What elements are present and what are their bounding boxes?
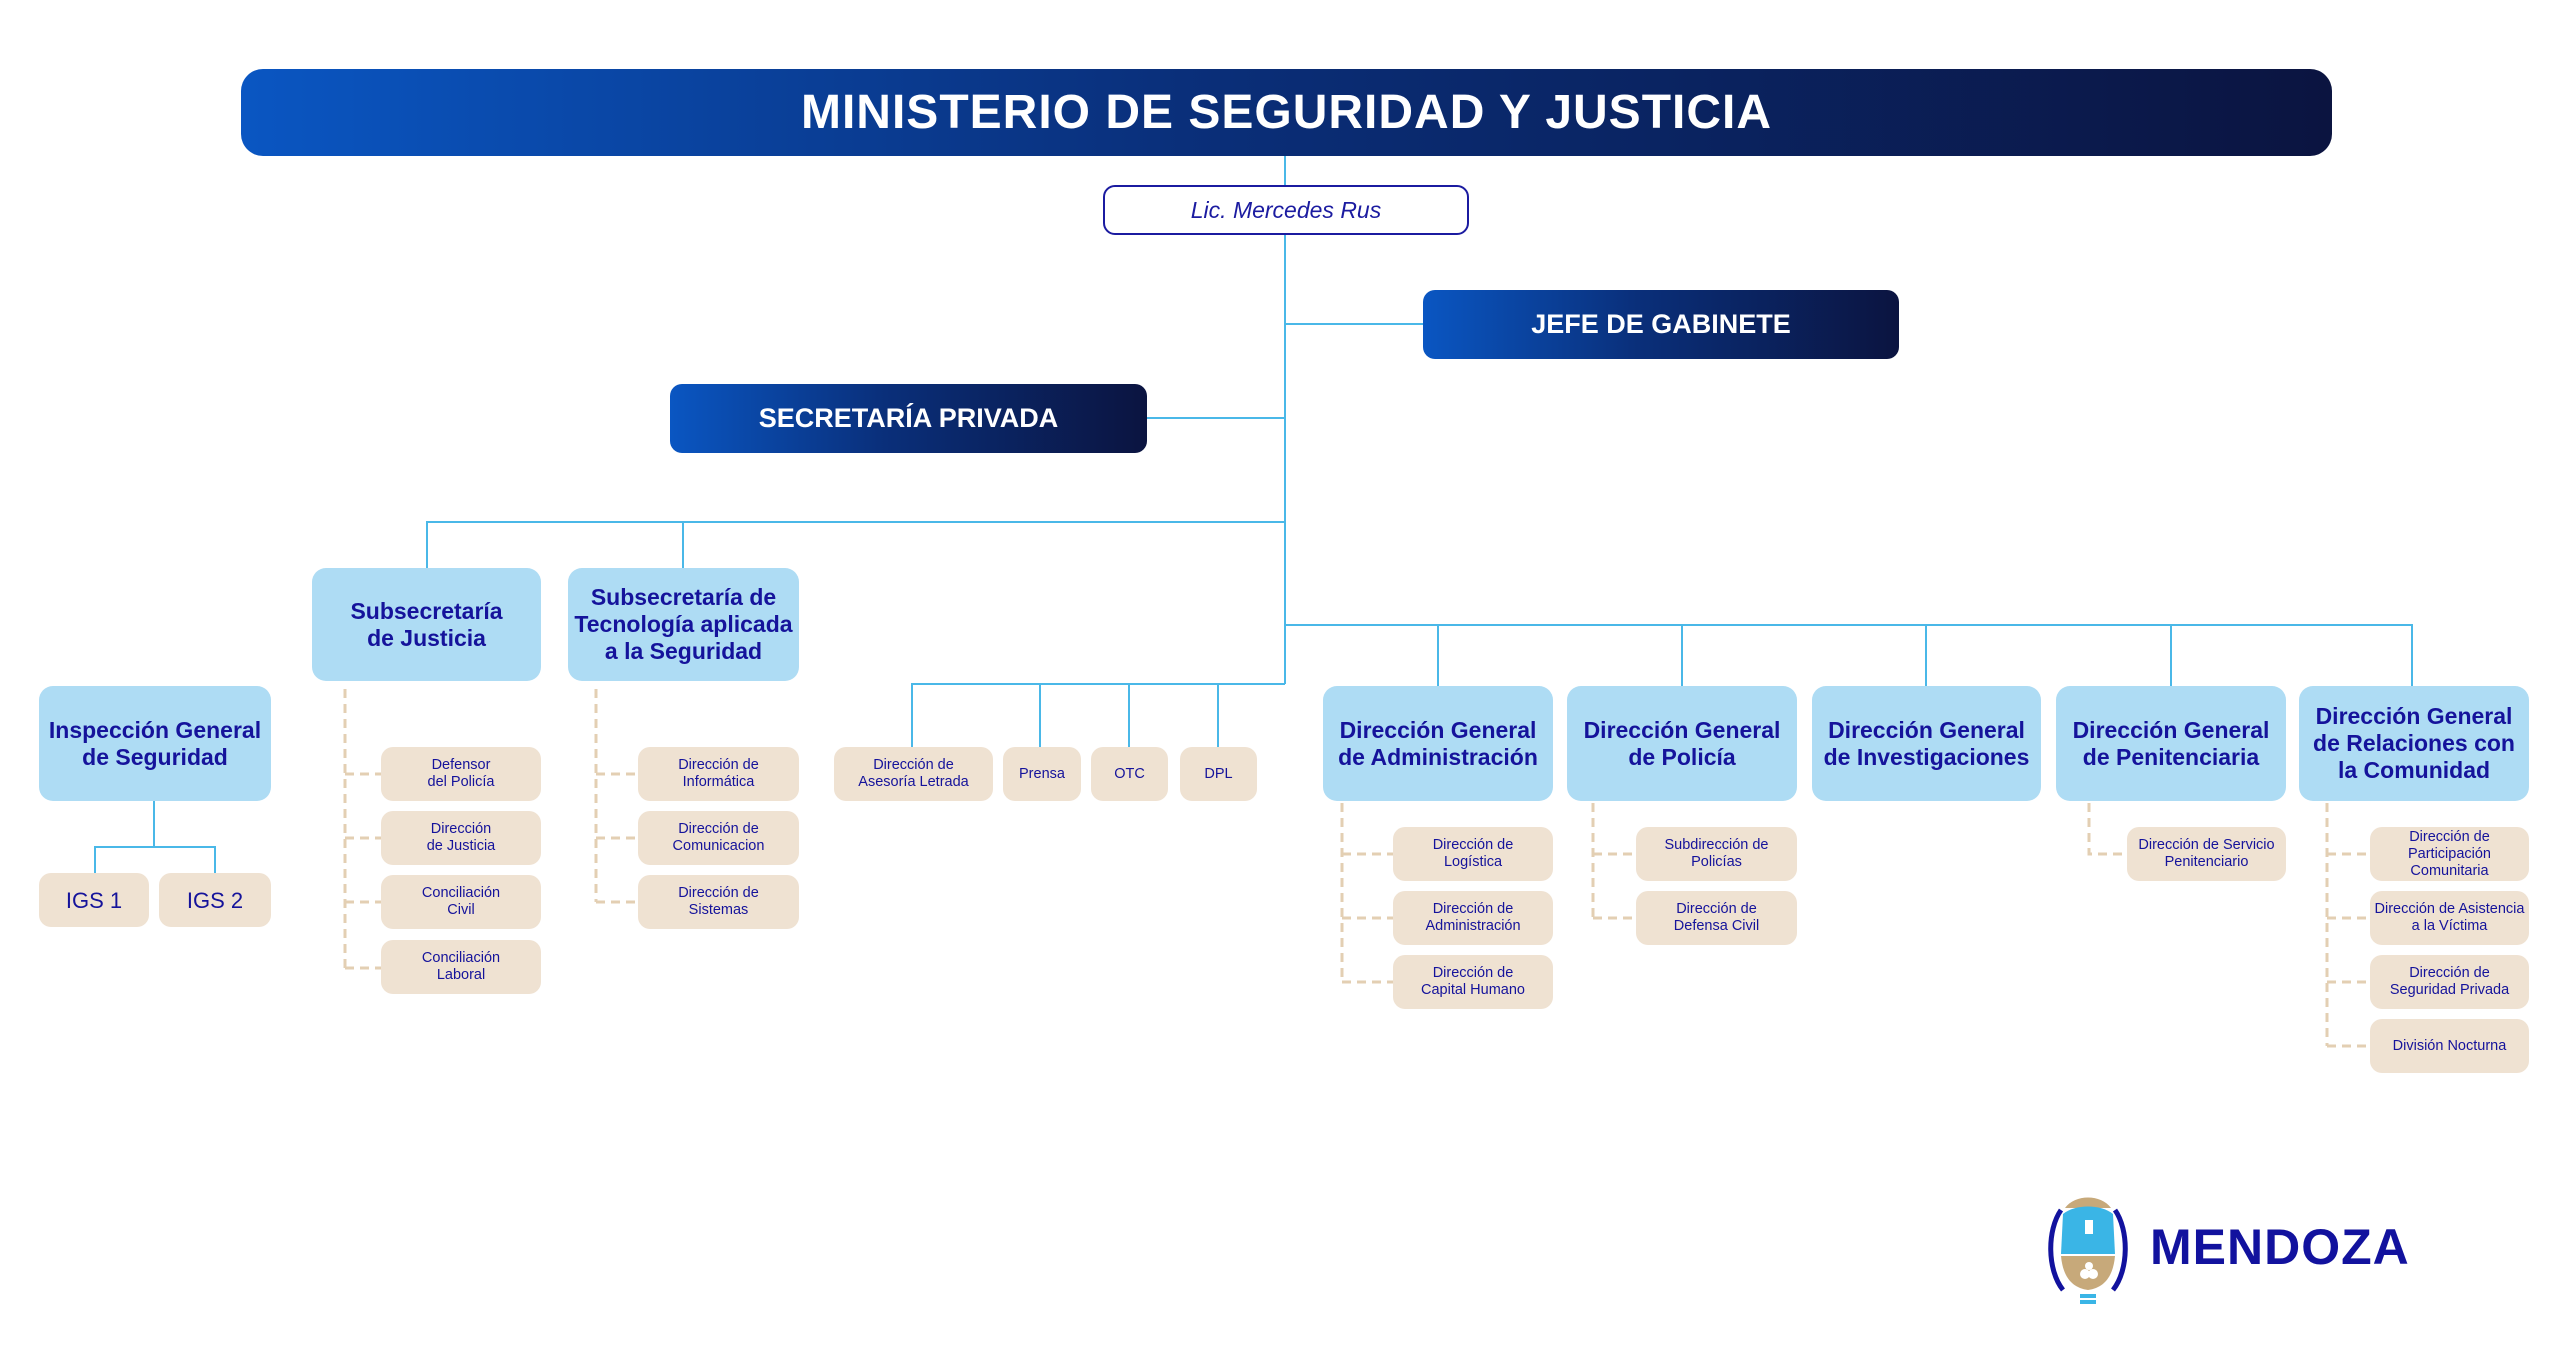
child-box: Dirección de Defensa Civil (1636, 891, 1797, 945)
dg-connector (1285, 624, 2413, 686)
child-box: Conciliación Laboral (381, 940, 541, 994)
subsecretaria-tecnologia-box: Subsecretaría de Tecnología aplicada a l… (568, 568, 799, 681)
support-box: OTC (1091, 747, 1168, 801)
policia-dashed (1591, 803, 1636, 920)
child-box: Dirección de Asistencia a la Víctima (2370, 891, 2529, 945)
dg-investigaciones-box: Dirección General de Investigaciones (1812, 686, 2041, 801)
child-box: Subdirección de Policías (1636, 827, 1797, 881)
child-box: Dirección de Informática (638, 747, 799, 801)
child-box: Conciliación Civil (381, 875, 541, 929)
justicia-dashed (343, 689, 381, 970)
child-box: Dirección de Seguridad Privada (2370, 955, 2529, 1009)
support-box: Dirección de Asesoría Letrada (834, 747, 993, 801)
relaciones-dashed (2325, 803, 2370, 1048)
child-box: Dirección de Administración (1393, 891, 1553, 945)
support-box: Prensa (1003, 747, 1081, 801)
penit-dashed (2087, 803, 2127, 856)
mendoza-logo-text: MENDOZA (2150, 1219, 2410, 1275)
dg-administracion-box: Dirección General de Administración (1323, 686, 1553, 801)
child-box: Dirección de Justicia (381, 811, 541, 865)
support-box: DPL (1180, 747, 1257, 801)
dg-penitenciaria-box: Dirección General de Penitenciaria (2056, 686, 2286, 801)
subsecretaria-justicia-box: Subsecretaría de Justicia (312, 568, 541, 681)
subsec-connector (426, 521, 1285, 568)
mendoza-coat-of-arms-icon (2048, 1197, 2128, 1304)
admin-dashed (1340, 803, 1393, 984)
tecnologia-dashed (594, 689, 638, 904)
support-connector (911, 683, 1285, 747)
child-box: Dirección de Logística (1393, 827, 1553, 881)
child-box: Dirección de Capital Humano (1393, 955, 1553, 1009)
igs-1-box: IGS 1 (39, 873, 149, 927)
child-box: Dirección de Servicio Penitenciario (2127, 827, 2286, 881)
page-title: MINISTERIO DE SEGURIDAD Y JUSTICIA (241, 69, 2332, 156)
child-box: Defensor del Policía (381, 747, 541, 801)
dg-relaciones-box: Dirección General de Relaciones con la C… (2299, 686, 2529, 801)
jefe-de-gabinete-box: JEFE DE GABINETE (1423, 290, 1899, 359)
child-box: División Nocturna (2370, 1019, 2529, 1073)
child-box: Dirección de Sistemas (638, 875, 799, 929)
igs-connector (94, 801, 216, 873)
dg-policia-box: Dirección General de Policía (1567, 686, 1797, 801)
inspeccion-general-box: Inspección General de Seguridad (39, 686, 271, 801)
minister-name: Lic. Mercedes Rus (1103, 185, 1469, 235)
child-box: Dirección de Comunicacion (638, 811, 799, 865)
secretaria-privada-box: SECRETARÍA PRIVADA (670, 384, 1147, 453)
igs-2-box: IGS 2 (159, 873, 271, 927)
child-box: Dirección de Participación Comunitaria (2370, 827, 2529, 881)
